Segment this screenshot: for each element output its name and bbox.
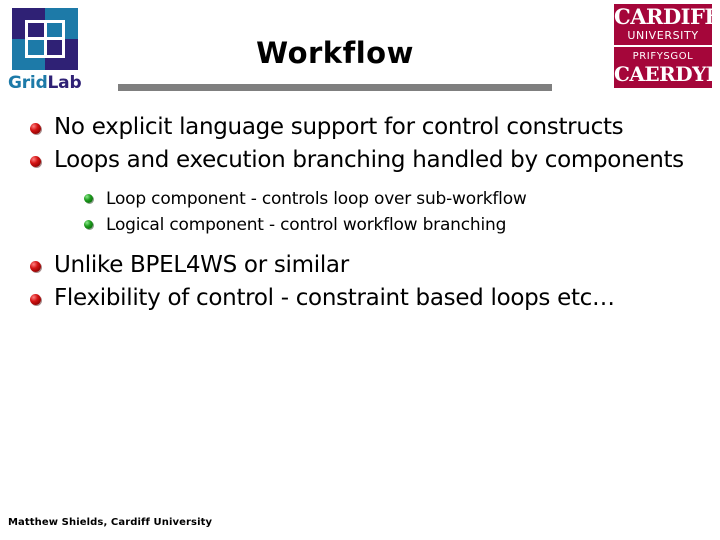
gridlab-wordmark: GridLab [8,73,82,93]
bullet-item: Unlike BPEL4WS or similar [0,250,720,281]
bullet-item: No explicit language support for control… [0,112,720,143]
bullet-item: Flexibility of control - constraint base… [0,283,720,314]
slide-body: No explicit language support for control… [0,112,720,316]
gridlab-logo-mark [12,8,78,70]
cardiff-logo-line-university: UNIVERSITY [627,29,699,42]
gridlab-quadrant-bottom-left [12,39,45,70]
red-sphere-bullet-icon [30,123,41,134]
cardiff-logo-line-caerdydd: CAERDYDD [614,62,712,86]
sub-bullet-item: Logical component - control workflow bra… [0,212,720,238]
red-sphere-bullet-icon [30,156,41,167]
gridlab-wordmark-grid: Grid [8,73,48,93]
green-sphere-bullet-icon [84,220,93,229]
red-sphere-bullet-icon [30,261,41,272]
gridlab-wordmark-lab: Lab [47,73,82,93]
cardiff-logo-welsh-block: PRIFYSGOL CAERDYDD [614,47,712,88]
cardiff-university-logo: CARDIFF UNIVERSITY PRIFYSGOL CAERDYDD [614,4,712,88]
cardiff-logo-english-block: CARDIFF UNIVERSITY [614,4,712,45]
bullet-text: Unlike BPEL4WS or similar [54,252,349,278]
bullet-text: Flexibility of control - constraint base… [54,285,615,311]
cardiff-logo-line-cardiff: CARDIFF [614,4,712,29]
slide-footer: Matthew Shields, Cardiff University [8,517,213,528]
sub-bullet-text: Logical component - control workflow bra… [106,215,507,235]
bullet-text: Loops and execution branching handled by… [54,147,684,173]
gridlab-logo: GridLab [8,5,86,95]
green-sphere-bullet-icon [84,194,93,203]
bullet-item: Loops and execution branching handled by… [0,145,720,176]
gridlab-quadrant-top-left [12,8,45,39]
gridlab-overlay-horizontal-line [25,37,65,40]
gridlab-quadrant-bottom-right [45,39,78,70]
red-sphere-bullet-icon [30,294,41,305]
title-divider-rule [118,84,552,91]
sub-bullet-item: Loop component - controls loop over sub-… [0,186,720,212]
bullet-text: No explicit language support for control… [54,114,624,140]
gridlab-quadrant-top-right [45,8,78,39]
cardiff-logo-line-prifysgol: PRIFYSGOL [632,51,694,62]
sub-bullet-text: Loop component - controls loop over sub-… [106,189,527,209]
slide-title: Workflow [256,36,414,70]
